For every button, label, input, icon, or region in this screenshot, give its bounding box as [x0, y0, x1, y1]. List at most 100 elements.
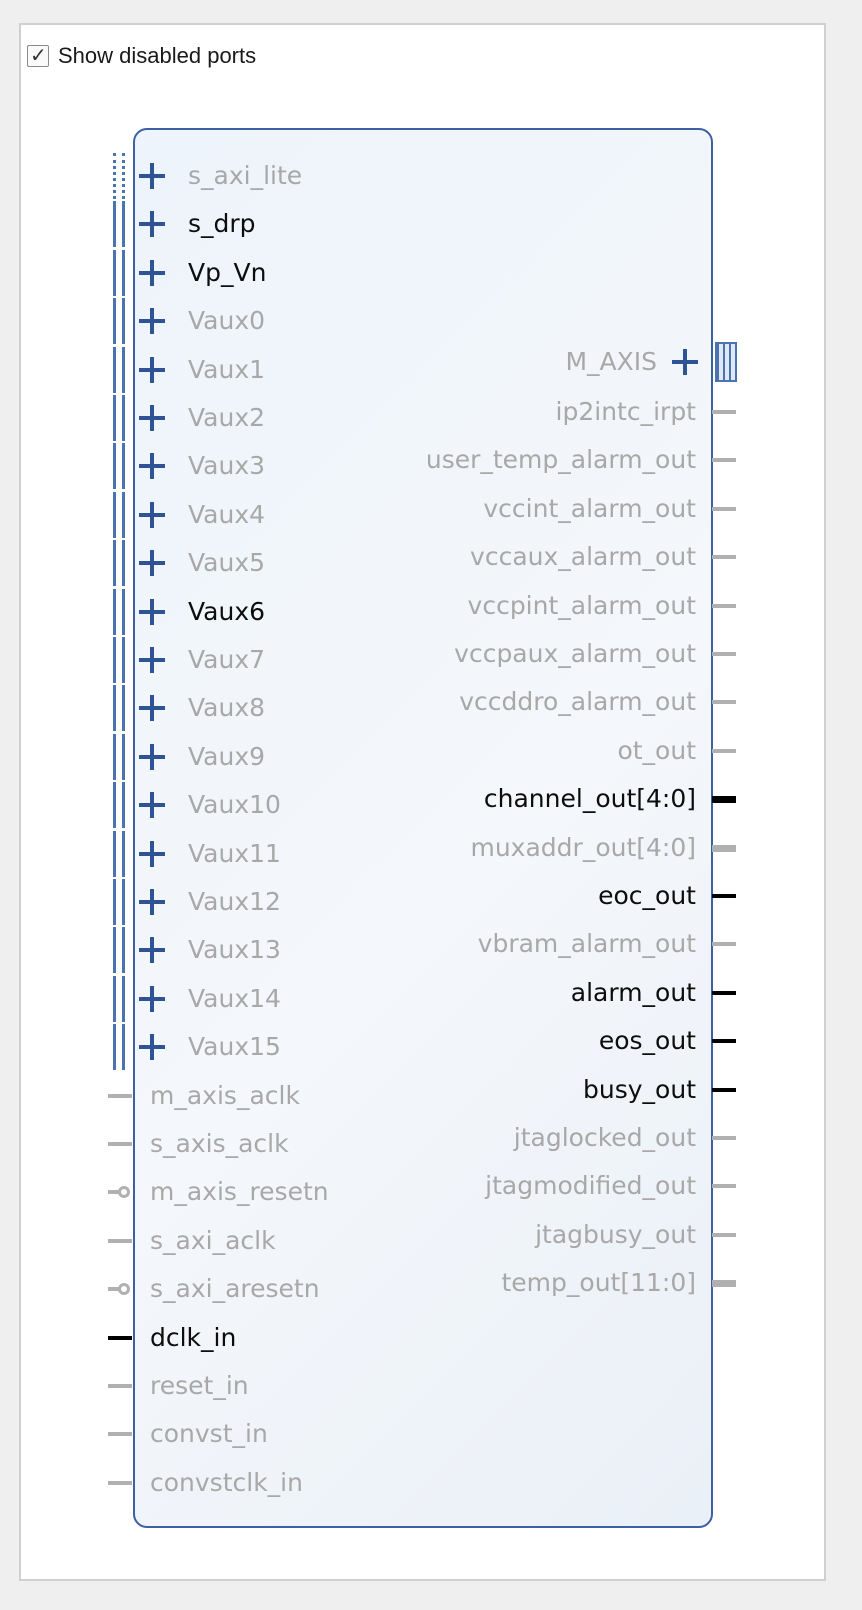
plus-icon[interactable]	[139, 163, 165, 189]
port-label-vaux2: Vaux2	[188, 403, 266, 432]
bus-stub-vaux1[interactable]	[113, 346, 125, 393]
wire-alarm-out	[712, 990, 736, 995]
plus-icon[interactable]	[139, 453, 165, 480]
port-label-vaux15: Vaux15	[188, 1032, 281, 1062]
wire-reset-in	[108, 1384, 132, 1388]
port-label-vaux4: Vaux4	[188, 499, 266, 529]
wire-dclk-in	[108, 1335, 132, 1340]
port-label-vaux0: Vaux0	[188, 306, 266, 336]
wire-convst-in	[108, 1432, 132, 1437]
show-disabled-ports-label: Show disabled ports	[58, 43, 257, 68]
port-label-muxaddr-out: muxaddr_out[4:0]	[470, 832, 696, 862]
bus-stub-vaux7[interactable]	[113, 637, 125, 683]
port-label-jtagbusy-out: jtagbusy_out	[535, 1219, 696, 1249]
wire-muxaddr-out	[712, 844, 736, 852]
bus-stub-vaux2[interactable]	[113, 395, 125, 441]
port-label-vccpaux-alarm-out: vccpaux_alarm_out	[454, 639, 696, 668]
port-label-vccddro-alarm-out: vccddro_alarm_out	[459, 687, 696, 717]
plus-icon[interactable]	[139, 937, 165, 964]
wire-user-temp-alarm-out	[712, 458, 736, 463]
bus-stub-vaux14[interactable]	[113, 975, 125, 1022]
checkbox-box[interactable]: ✓	[27, 43, 49, 67]
check-mark-icon: ✓	[30, 43, 47, 67]
port-label-s-axi-aclk: s_axi_aclk	[150, 1225, 276, 1255]
plus-icon[interactable]	[139, 840, 165, 867]
active-low-bubble-icon	[118, 1186, 130, 1199]
bus-stub-vaux6[interactable]	[113, 588, 125, 635]
plus-icon[interactable]	[139, 501, 165, 528]
plus-icon[interactable]	[139, 695, 165, 722]
bus-stub-vaux11[interactable]	[113, 830, 125, 877]
port-label-jtaglocked-out: jtaglocked_out	[513, 1123, 696, 1152]
plus-icon[interactable]	[139, 647, 165, 673]
port-label-s-axi-lite: s_axi_lite	[188, 161, 303, 190]
port-label-vbram-alarm-out: vbram_alarm_out	[477, 929, 696, 959]
port-label-vccint-alarm-out: vccint_alarm_out	[483, 493, 696, 523]
bus-stub-vaux4[interactable]	[113, 491, 125, 538]
wire-vccpaux-alarm-out	[712, 652, 736, 656]
plus-icon[interactable]	[139, 211, 165, 238]
bus-stub-vaux12[interactable]	[113, 879, 125, 925]
port-label-vaux11: Vaux11	[188, 838, 281, 868]
port-label-jtagmodified-out: jtagmodified_out	[485, 1171, 696, 1201]
port-label-vaux12: Vaux12	[188, 887, 281, 916]
plus-icon[interactable]	[139, 259, 165, 286]
port-label-alarm-out: alarm_out	[570, 977, 696, 1007]
wire-ip2intc-irpt	[712, 410, 736, 414]
bus-stub-vaux8[interactable]	[113, 685, 125, 732]
ip-block[interactable]	[133, 128, 713, 1528]
plus-icon[interactable]	[139, 598, 165, 625]
port-label-s-axi-aresetn: s_axi_aresetn	[150, 1274, 320, 1304]
bus-stub-vaux9[interactable]	[113, 733, 125, 780]
port-label-s-drp: s_drp	[188, 209, 256, 239]
wire-eos-out	[712, 1039, 736, 1044]
bus-stub-vaux0[interactable]	[113, 298, 125, 345]
plus-icon[interactable]	[139, 308, 165, 335]
port-label-vaux13: Vaux13	[188, 935, 281, 965]
wire-vbram-alarm-out	[712, 942, 736, 947]
port-label-vaux9: Vaux9	[188, 741, 266, 771]
plus-icon[interactable]	[139, 1034, 165, 1061]
port-label-m-axis-resetn: m_axis_resetn	[150, 1177, 329, 1207]
port-label-eoc-out: eoc_out	[598, 881, 696, 910]
wire-vccint-alarm-out	[712, 506, 736, 511]
wire-ot-out	[712, 748, 736, 753]
plus-icon[interactable]	[139, 550, 165, 577]
wire-busy-out	[712, 1087, 736, 1092]
plus-icon[interactable]	[139, 889, 165, 915]
port-label-vp-vn: Vp_Vn	[188, 257, 267, 287]
port-label-dclk-in: dclk_in	[150, 1322, 237, 1352]
plus-icon[interactable]	[139, 985, 165, 1012]
bus-stub-vaux3[interactable]	[113, 443, 125, 490]
wire-m-axis-resetn	[108, 1190, 120, 1195]
port-label-vaux5: Vaux5	[188, 548, 266, 578]
port-label-vaux10: Vaux10	[188, 790, 281, 820]
wire-jtagmodified-out	[712, 1184, 736, 1189]
plus-icon[interactable]	[139, 792, 165, 819]
plus-icon[interactable]	[139, 743, 165, 770]
bus-stub-vaux10[interactable]	[113, 782, 125, 829]
wire-convstclk-in	[108, 1480, 132, 1485]
plus-icon[interactable]	[139, 405, 165, 431]
port-label-reset-in: reset_in	[150, 1371, 249, 1400]
bus-interface-icon[interactable]	[715, 341, 737, 382]
wire-vccddro-alarm-out	[712, 700, 736, 705]
wire-jtaglocked-out	[712, 1136, 736, 1140]
wire-s-axi-aresetn	[108, 1287, 120, 1292]
plus-icon[interactable]	[139, 356, 165, 383]
wire-m-axis-aclk	[108, 1093, 132, 1098]
bus-stub-vaux5[interactable]	[113, 540, 125, 587]
plus-icon[interactable]	[672, 348, 698, 375]
bus-stub-s-drp[interactable]	[113, 201, 125, 248]
port-label-ip2intc-irpt: ip2intc_irpt	[555, 397, 696, 426]
bus-stub-vaux13[interactable]	[113, 927, 125, 974]
port-label-vaux6: Vaux6	[188, 596, 266, 626]
bus-stub-vaux15[interactable]	[113, 1024, 125, 1071]
bus-stub-vp-vn[interactable]	[113, 249, 125, 296]
wire-channel-out	[712, 796, 736, 804]
port-label-ot-out: ot_out	[617, 735, 696, 765]
wire-jtagbusy-out	[712, 1232, 736, 1237]
wire-vccaux-alarm-out	[712, 555, 736, 560]
show-disabled-ports-checkbox[interactable]: ✓ Show disabled ports	[27, 42, 256, 70]
bus-stub-s-axi-lite[interactable]	[113, 153, 125, 199]
